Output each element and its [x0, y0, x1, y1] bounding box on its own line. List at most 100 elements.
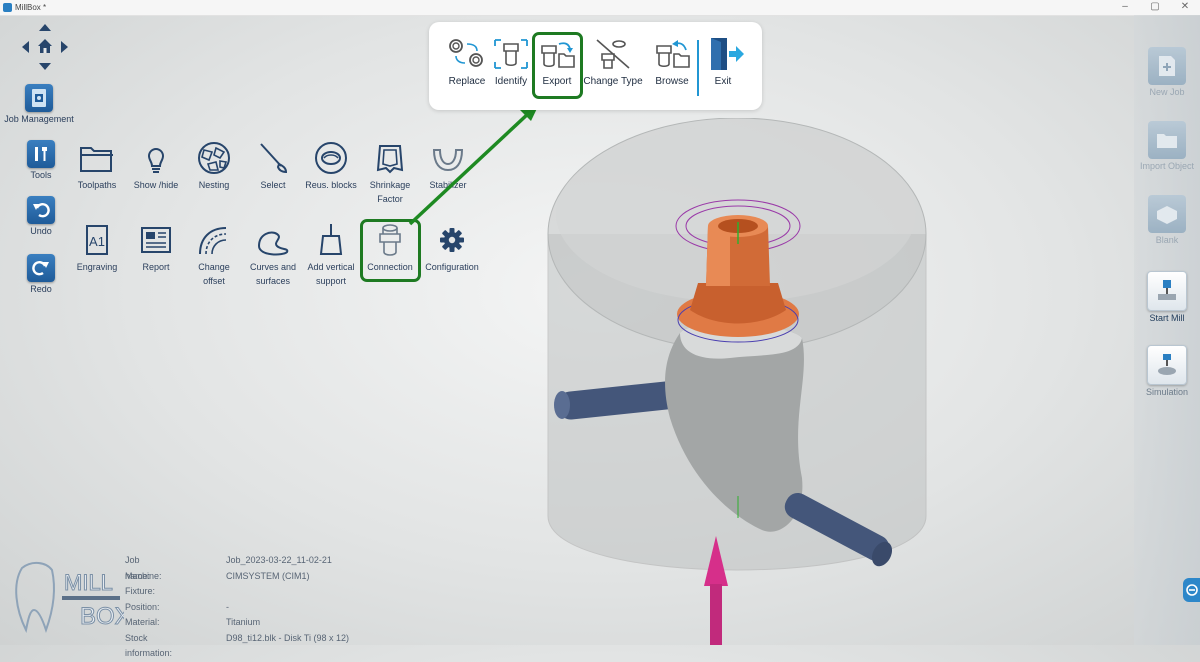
connection-button[interactable]: Connection [359, 222, 421, 274]
pan-left-icon[interactable] [22, 41, 29, 53]
add-vertical-label: Add vertical [307, 262, 355, 272]
mill-icon [1147, 271, 1187, 311]
maximize-button[interactable]: ▢ [1150, 1, 1160, 12]
new-job-label: New Job [1149, 87, 1185, 97]
connection-icon [379, 224, 401, 256]
change-type-icon [596, 39, 630, 69]
sidebar-collapse-handle[interactable] [1183, 578, 1200, 602]
start-mill-button[interactable]: Start Mill [1134, 271, 1200, 323]
right-sidebar: New Job Import Object Blank Start Mill S… [1134, 15, 1200, 645]
job-management-icon [25, 84, 53, 112]
change-offset-button[interactable]: Change offset [183, 222, 245, 288]
brush-icon [260, 143, 288, 174]
select-button[interactable]: Select [242, 140, 304, 192]
close-button[interactable]: ✕ [1180, 1, 1190, 12]
stock-value: D98_ti12.blk - Disk Ti (98 x 12) [226, 632, 350, 643]
connection-highlight [360, 219, 421, 282]
change-type-button[interactable]: Change Type [583, 36, 643, 87]
import-folder-icon [1148, 121, 1186, 159]
configuration-label: Configuration [425, 262, 479, 272]
shrinkage-label: Shrinkage [369, 180, 411, 190]
exit-button[interactable]: Exit [705, 36, 744, 87]
browse-label: Browse [655, 76, 689, 87]
offset-label: offset [203, 276, 225, 286]
3d-viewport[interactable] [540, 118, 1000, 645]
simulation-button[interactable]: Simulation [1134, 345, 1200, 397]
nesting-label: Nesting [198, 180, 230, 190]
redo-icon [27, 254, 55, 282]
machine-label: Machine: [125, 570, 162, 581]
export-button[interactable]: Export [535, 36, 579, 87]
logo-box-text: BOX [80, 603, 124, 630]
job-name-label: Job name: [125, 555, 151, 581]
connection-toolbar: Replace Identify Export Change Type [429, 22, 762, 110]
configuration-button[interactable]: Configuration [421, 222, 483, 274]
identify-button[interactable]: Identify [491, 36, 531, 87]
curves-label: Curves and [249, 262, 297, 272]
show-hide-label: Show /hide [133, 180, 179, 190]
nesting-button[interactable]: Nesting [183, 140, 245, 192]
change-type-label: Change Type [583, 76, 643, 87]
tools-button[interactable]: Tools [20, 140, 62, 180]
undo-button[interactable]: Undo [20, 196, 62, 236]
factor-label: Factor [377, 194, 403, 204]
new-job-button[interactable]: New Job [1134, 47, 1200, 97]
title-bar: MillBox * – ▢ ✕ [0, 0, 1200, 16]
identify-icon [494, 39, 528, 69]
job-management-label: Job Management [4, 114, 74, 124]
toolpaths-label: Toolpaths [77, 180, 117, 190]
undo-icon [27, 196, 55, 224]
support-label: support [315, 276, 347, 286]
engraving-button[interactable]: A1 Engraving [66, 222, 128, 274]
surfaces-label: surfaces [255, 276, 290, 286]
toolpaths-button[interactable]: Toolpaths [66, 140, 128, 192]
export-label: Export [542, 76, 572, 87]
vertical-support-icon [319, 224, 343, 255]
report-button[interactable]: Report [125, 222, 187, 274]
shrinkage-factor-button[interactable]: Shrinkage Factor [359, 140, 421, 206]
offset-icon [199, 227, 227, 255]
simulation-icon [1147, 345, 1187, 385]
change-label: Change [198, 262, 230, 272]
toolbar-separator [697, 40, 699, 96]
stabilizer-icon [432, 149, 464, 172]
tools-icon [27, 140, 55, 168]
position-value: - [226, 601, 229, 612]
lightbulb-icon [147, 148, 165, 173]
browse-button[interactable]: Browse [650, 36, 694, 87]
reuse-blocks-button[interactable]: Reus. blocks [300, 140, 362, 192]
blank-button[interactable]: Blank [1134, 195, 1200, 245]
show-hide-button[interactable]: Show /hide [125, 140, 187, 192]
pan-down-icon[interactable] [39, 63, 51, 70]
simulation-label: Simulation [1145, 387, 1189, 397]
tools-label: Tools [30, 170, 52, 180]
reuse-block-icon [315, 142, 347, 174]
start-mill-label: Start Mill [1149, 313, 1185, 323]
stabilizer-label: Stabilizer [429, 180, 467, 190]
export-icon [541, 42, 575, 68]
connection-label: Connection [367, 262, 413, 272]
reuse-blocks-label: Reus. blocks [305, 180, 357, 190]
add-vertical-support-button[interactable]: Add vertical support [300, 222, 362, 288]
callout-arrow [408, 100, 541, 226]
view-navigation [22, 24, 68, 70]
stabilizer-button[interactable]: Stabilizer [417, 140, 479, 192]
report-label: Report [142, 262, 170, 272]
replace-button[interactable]: Replace [447, 36, 487, 87]
curves-icon [257, 231, 289, 256]
blank-label: Blank [1155, 235, 1179, 245]
home-view-icon[interactable] [36, 37, 54, 55]
fixture-label: Fixture: [125, 586, 156, 596]
minimize-button[interactable]: – [1122, 1, 1128, 12]
redo-button[interactable]: Redo [20, 254, 62, 294]
machine-value: CIMSYSTEM (CIM1) [226, 570, 310, 581]
pan-right-icon[interactable] [61, 41, 68, 53]
material-label: Material: [125, 617, 160, 627]
redo-label: Redo [30, 284, 52, 294]
curves-surfaces-button[interactable]: Curves and surfaces [242, 222, 304, 288]
select-label: Select [260, 180, 286, 190]
import-object-label: Import Object [1139, 161, 1195, 171]
pan-up-icon[interactable] [39, 24, 51, 31]
job-management-button[interactable]: Job Management [2, 84, 76, 124]
import-object-button[interactable]: Import Object [1134, 121, 1200, 171]
